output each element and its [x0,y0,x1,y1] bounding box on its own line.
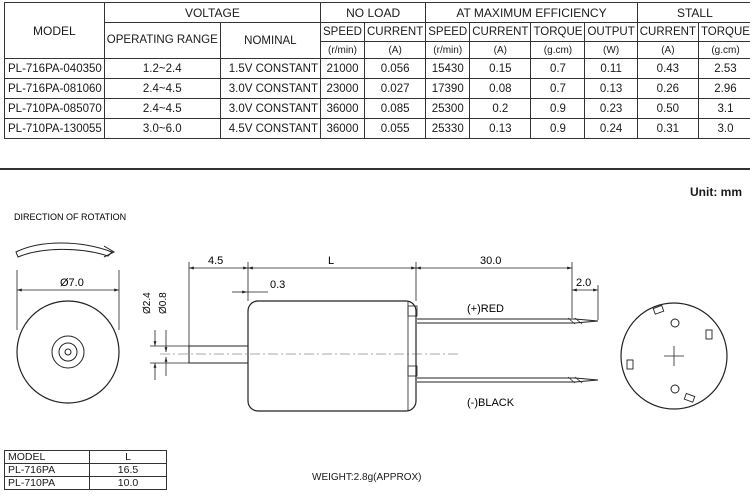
terminal-tab [626,359,634,370]
cell-eff-current: 0.13 [469,118,532,139]
cell-operating-range: 3.0~6.0 [103,118,221,139]
cell-noload-current: 0.055 [363,118,427,139]
rotation-arrow-icon [15,242,113,258]
dim-30-label: 30.0 [480,255,501,267]
front-body-circle [16,300,120,404]
weight-label: WEIGHT:2.8g(APPROX) [312,472,422,483]
header-operating-range: OPERATING RANGE [103,22,221,59]
dim-0-8-label: Ø0.8 [158,292,169,314]
section-divider [0,168,750,170]
red-wire [417,318,599,324]
rear-view [620,302,728,410]
shaft [188,345,249,364]
header-stall-current: CURRENT [636,22,699,42]
header-eff-torque: TORQUE [530,22,586,42]
table-row: PL-710PA-130055 3.0~6.0 4.5V CONSTANT 36… [4,118,750,139]
black-wire [417,377,599,383]
header-no-load: NO LOAD [319,2,427,23]
red-wire-label: (+)RED [467,303,504,315]
header-nominal: NOMINAL [219,22,322,59]
header-stall-torque: TORQUE [697,22,750,42]
terminal-tab [407,365,418,377]
cell-eff-speed: 25330 [425,118,471,139]
terminal-tab [705,329,713,340]
bearing-outer-circle [51,335,85,369]
cell-noload-speed: 36000 [320,98,365,119]
rear-body-circle [620,302,728,410]
terminal-hole [670,318,680,328]
cell-eff-torque: 0.9 [530,118,586,139]
cell-eff-output: 0.23 [584,98,638,119]
direction-label: DIRECTION OF ROTATION [14,212,126,222]
black-wire-label: (-)BLACK [467,397,515,409]
header-length: L [89,450,167,464]
header-eff-current: CURRENT [469,22,532,42]
cell-operating-range: 1.2~2.4 [103,58,221,79]
shaft-circle [64,348,72,356]
cell-eff-current: 0.08 [469,78,532,99]
header-model: MODEL [4,2,105,59]
dim-2-0-label: 2.0 [576,277,591,289]
header-stall: STALL [636,2,750,23]
cell-stall-current: 0.26 [636,78,699,99]
length-table: MODEL L PL-716PA 16.5 PL-710PA 10.0 [4,450,167,490]
dim-L-label: L [328,255,334,267]
terminal-tab [407,305,418,317]
cell-stall-torque: 2.96 [697,78,750,99]
cell-stall-torque: 3.1 [697,98,750,119]
unit-label: Unit: mm [690,185,742,199]
dim-0-3-label: 0.3 [270,279,285,291]
cell-model: PL-716PA [4,463,90,477]
header-noload-current: CURRENT [363,22,427,42]
table-row: PL-710PA-085070 2.4~4.5 3.0V CONSTANT 36… [4,98,750,119]
terminal-tab [683,392,696,403]
side-view: (+)RED (-)BLACK 4.5 L 30.0 0.3 2.0 Ø2.4 … [142,255,599,412]
wire-strip-mark [567,317,583,325]
unit-noload-current: (A) [363,41,427,59]
front-view: Ø7.0 [16,270,120,404]
table-row: PL-716PA 16.5 [4,463,167,477]
cell-nominal: 1.5V CONSTANT [219,58,322,79]
motor-body [247,300,417,412]
cell-nominal: 4.5V CONSTANT [219,118,322,139]
dim-4-5-label: 4.5 [208,255,223,267]
terminal-tab [652,304,665,315]
table-row: PL-716PA-081060 2.4~4.5 3.0V CONSTANT 23… [4,78,750,99]
diameter-label: Ø7.0 [60,277,84,289]
bearing-inner-circle [58,342,78,362]
wire-strip-mark [567,376,583,384]
cell-length: 10.0 [89,476,167,490]
cell-stall-current: 0.31 [636,118,699,139]
header-noload-speed: SPEED [320,22,365,42]
cell-model: PL-710PA [4,476,90,490]
cell-nominal: 3.0V CONSTANT [219,98,322,119]
cell-eff-output: 0.24 [584,118,638,139]
cell-noload-current: 0.085 [363,98,427,119]
spec-table: MODEL VOLTAGE NO LOAD AT MAXIMUM EFFICIE… [4,2,750,139]
cell-eff-output: 0.13 [584,78,638,99]
dim-2-4-label: Ø2.4 [142,292,153,314]
terminal-hole [670,384,680,394]
header-model: MODEL [4,450,90,464]
cell-length: 16.5 [89,463,167,477]
rotation-arrowhead-icon [103,245,116,258]
cell-stall-torque: 3.0 [697,118,750,139]
table-row: PL-710PA 10.0 [4,476,167,490]
cell-eff-speed: 17390 [425,78,471,99]
header-voltage: VOLTAGE [103,2,322,23]
